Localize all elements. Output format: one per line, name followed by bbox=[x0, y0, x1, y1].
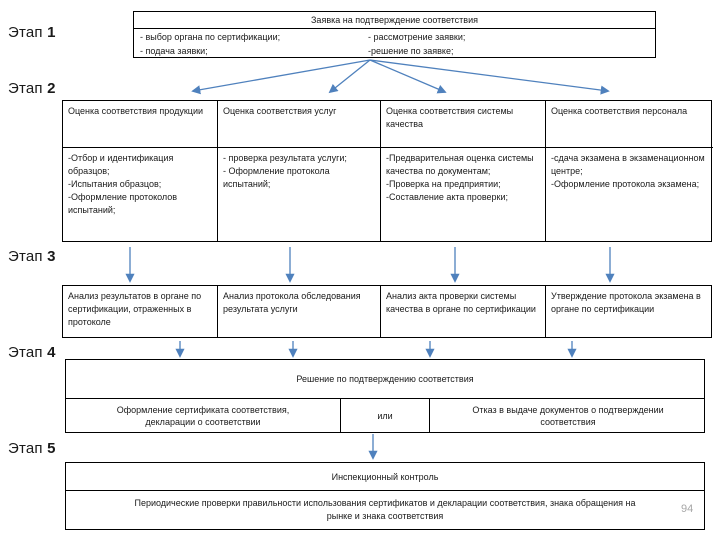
decision-issue-cell: Оформление сертификата соответствия, дек… bbox=[66, 399, 341, 432]
application-right-items: - рассмотрение заявки; -решение по заявк… bbox=[368, 32, 466, 56]
stage-label-2: Этап 2 bbox=[8, 80, 56, 97]
stage-label-4: Этап 4 bbox=[8, 344, 56, 361]
stage-label-5: Этап 5 bbox=[8, 440, 56, 457]
fan-arrow bbox=[369, 59, 447, 94]
application-left-items: - выбор органа по сертификации; - подача… bbox=[140, 32, 281, 56]
decision-table: Решение по подтверждению соответствия Оф… bbox=[65, 359, 705, 433]
assessment-header-services: Оценка соответствия услуг bbox=[218, 101, 381, 148]
assessment-table: Оценка соответствия продукции Оценка соо… bbox=[62, 100, 713, 242]
stage-number: 4 bbox=[47, 344, 56, 361]
analysis-cell-quality: Анализ акта проверки системы качества в … bbox=[381, 286, 546, 337]
assessment-header-personnel: Оценка соответствия персонала bbox=[546, 101, 713, 148]
stage-word: Этап bbox=[8, 80, 43, 97]
stage-word: Этап bbox=[8, 24, 43, 41]
stage-number: 1 bbox=[47, 24, 56, 41]
fan-arrow bbox=[191, 59, 371, 95]
page-number: 94 bbox=[681, 503, 694, 515]
stage-word: Этап bbox=[8, 248, 43, 265]
analysis-row: Анализ результатов в органе по сертифика… bbox=[62, 285, 712, 338]
analysis-cell-services: Анализ протокола обследования результата… bbox=[218, 286, 381, 337]
assessment-items-quality: -Предварительная оценка системы качества… bbox=[381, 148, 546, 241]
stage-number: 2 bbox=[47, 80, 56, 97]
assessment-items-products: -Отбор и идентификация образцов; -Испыта… bbox=[63, 148, 218, 241]
analysis-cell-products: Анализ результатов в органе по сертифика… bbox=[63, 286, 218, 337]
stage-number: 5 bbox=[47, 440, 56, 457]
stage-word: Этап bbox=[8, 344, 43, 361]
decision-refuse-cell: Отказ в выдаче документов о подтверждени… bbox=[472, 404, 664, 427]
inspection-body: Периодические проверки правильности испо… bbox=[134, 498, 636, 521]
assessment-items-services: - проверка результата услуги; - Оформлен… bbox=[218, 148, 381, 241]
stage-label-1: Этап 1 bbox=[8, 24, 56, 41]
application-title: Заявка на подтверждение соответствия bbox=[134, 12, 655, 29]
application-box: Заявка на подтверждение соответствия - в… bbox=[133, 11, 656, 58]
assessment-header-products: Оценка соответствия продукции bbox=[63, 101, 218, 148]
stage-number: 3 bbox=[47, 248, 56, 265]
application-body: - выбор органа по сертификации; - подача… bbox=[134, 29, 655, 58]
decision-or-cell: или bbox=[341, 399, 430, 432]
stage-label-3: Этап 3 bbox=[8, 248, 56, 265]
fan-arrow bbox=[328, 59, 371, 94]
fan-arrow bbox=[369, 59, 610, 95]
inspection-table: Инспекционный контроль Периодические про… bbox=[65, 462, 705, 530]
assessment-header-quality: Оценка соответствия системы качества bbox=[381, 101, 546, 148]
decision-title: Решение по подтверждению соответствия bbox=[66, 360, 704, 399]
decision-options-row: Оформление сертификата соответствия, дек… bbox=[66, 399, 704, 432]
inspection-title: Инспекционный контроль bbox=[66, 463, 704, 491]
stage-word: Этап bbox=[8, 440, 43, 457]
analysis-cell-personnel: Утверждение протокола экзамена в органе … bbox=[551, 291, 701, 314]
assessment-items-personnel: -сдача экзамена в экзаменационном центре… bbox=[551, 153, 705, 189]
